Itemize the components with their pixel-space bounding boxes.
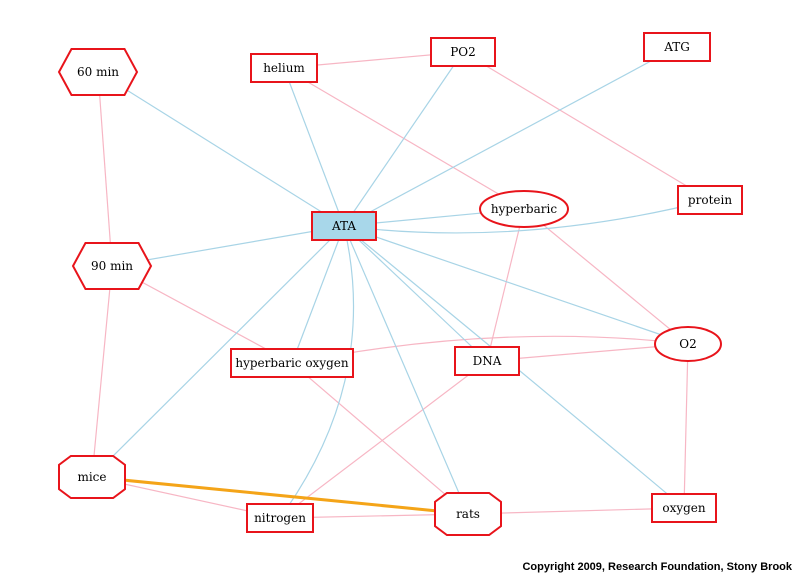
node-dna-label: DNA — [473, 354, 502, 368]
node-ata[interactable]: ATA — [311, 211, 377, 241]
nodes-layer: 60 min helium PO2 ATG ATA hyperbaric protein 90… — [57, 32, 743, 536]
edge-dna-to-nitrogen — [279, 360, 488, 519]
node-helium-label: helium — [263, 61, 305, 75]
edge-o2-to-oxygen — [683, 343, 689, 509]
node-hyperbaric-shape — [479, 190, 569, 228]
node-atg-shape — [643, 32, 711, 62]
edge-rats-to-oxygen — [467, 507, 685, 515]
node-mice-shape — [58, 455, 126, 499]
node-helium[interactable]: helium — [250, 53, 318, 83]
node-atg-label: ATG — [663, 40, 690, 54]
node-rats-shape — [434, 492, 502, 536]
node-o2-shape — [654, 326, 722, 362]
node-protein-shape — [677, 185, 743, 215]
node-60min-label: 60 min — [77, 65, 119, 79]
edge-ata-to-atg — [343, 46, 678, 227]
edges-layer — [91, 46, 711, 519]
node-dna[interactable]: DNA — [454, 346, 520, 376]
node-ata-label: ATA — [331, 219, 356, 233]
edge-po2-to-protein — [462, 51, 711, 201]
node-protein[interactable]: protein — [677, 185, 743, 215]
edge-hyperbaric-oxygen-to-rats — [291, 362, 469, 515]
node-60min[interactable]: 60 min — [57, 48, 139, 96]
edge-ata-to-protein — [343, 199, 711, 234]
edge-hyperbaric-to-dna — [486, 208, 525, 362]
node-dna-shape — [454, 346, 520, 376]
node-hyperbaric[interactable]: hyperbaric — [479, 190, 569, 228]
node-90min-label: 90 min — [91, 259, 133, 273]
edge-ata-to-po2 — [343, 51, 464, 227]
node-90min[interactable]: 90 min — [71, 242, 153, 290]
node-mice-label: mice — [77, 470, 106, 484]
edge-ata-to-rats — [343, 225, 469, 515]
copyright-notice: Copyright 2009, Research Foundation, Sto… — [522, 561, 792, 573]
node-atg[interactable]: ATG — [643, 32, 711, 62]
node-hyperbaric-oxygen-label: hyperbaric oxygen — [235, 356, 349, 370]
node-helium-shape — [250, 53, 318, 83]
node-hyperbaric-oxygen-shape — [230, 348, 354, 378]
node-po2[interactable]: PO2 — [430, 37, 496, 67]
node-rats-label: rats — [456, 507, 480, 521]
edge-ata-to-60min — [97, 71, 345, 227]
edge-90min-to-mice — [91, 265, 113, 478]
edge-ata-to-mice — [91, 225, 345, 478]
node-po2-shape — [430, 37, 496, 67]
edge-hyperbaric-to-o2 — [523, 208, 689, 345]
edge-ata-to-dna — [343, 225, 488, 362]
node-nitrogen-label: nitrogen — [254, 511, 306, 525]
node-po2-label: PO2 — [450, 45, 476, 59]
node-nitrogen[interactable]: nitrogen — [246, 503, 314, 533]
edge-ata-to-helium — [283, 67, 345, 227]
node-nitrogen-shape — [246, 503, 314, 533]
node-60min-shape — [57, 48, 139, 96]
node-rats[interactable]: rats — [434, 492, 502, 536]
node-oxygen[interactable]: oxygen — [651, 493, 717, 523]
node-oxygen-label: oxygen — [662, 501, 706, 515]
edge-ata-to-hyperbaric-oxygen — [291, 225, 345, 364]
edge-ata-to-90min — [111, 225, 345, 267]
node-mice[interactable]: mice — [58, 455, 126, 499]
node-hyperbaric-oxygen[interactable]: hyperbaric oxygen — [230, 348, 354, 378]
node-protein-label: protein — [688, 193, 732, 207]
node-hyperbaric-label: hyperbaric — [491, 202, 557, 216]
node-ata-shape — [311, 211, 377, 241]
edge-ata-to-o2 — [343, 225, 689, 345]
node-o2[interactable]: O2 — [654, 326, 722, 362]
node-o2-label: O2 — [679, 337, 696, 351]
node-oxygen-shape — [651, 493, 717, 523]
node-90min-shape — [71, 242, 153, 290]
edge-60min-to-90min — [97, 71, 113, 267]
edge-mice-to-rats — [91, 475, 469, 516]
